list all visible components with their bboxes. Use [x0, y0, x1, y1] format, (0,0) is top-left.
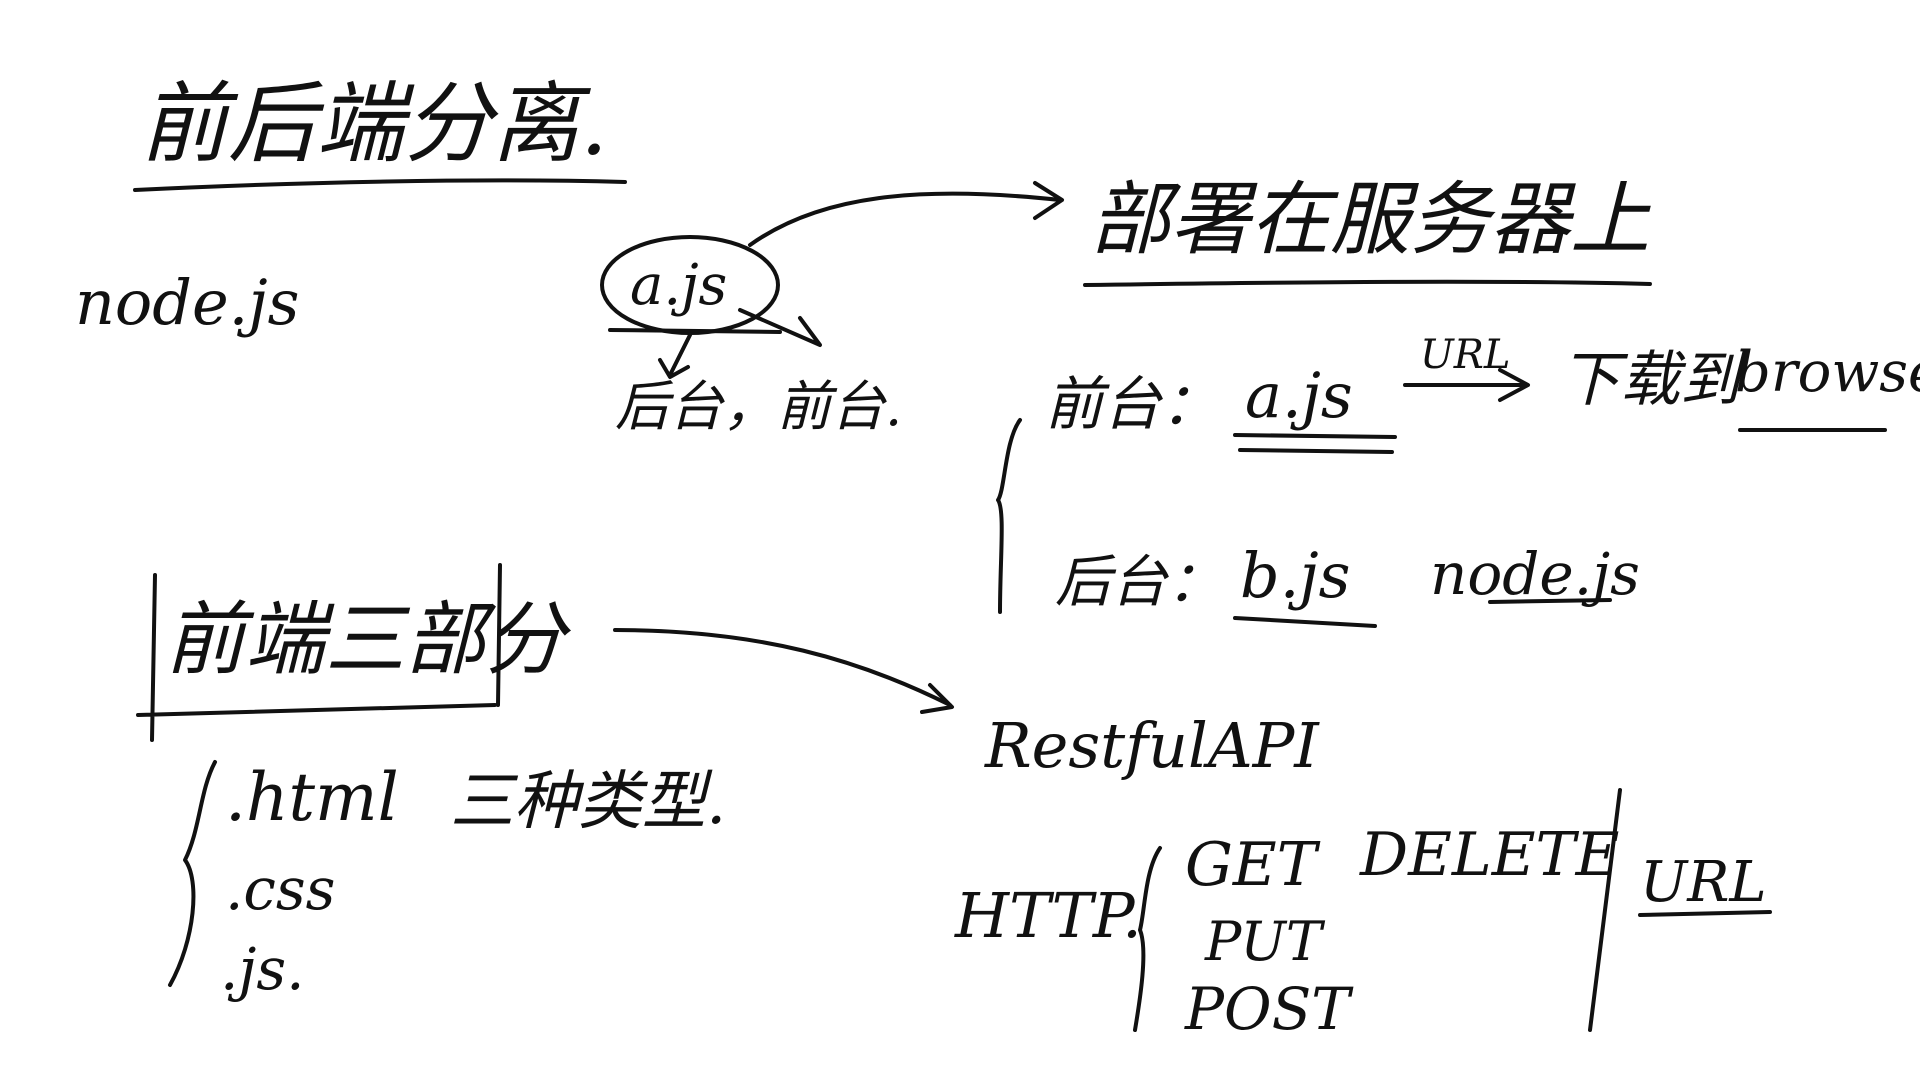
title-text: 前后端分离. — [140, 72, 608, 175]
url-right-underline — [1638, 910, 1772, 917]
three-types-text: 三种类型. — [450, 765, 727, 839]
restful-arrow — [613, 628, 952, 707]
back-runtime-underline — [1488, 598, 1612, 604]
back-runtime-text: node.js — [1430, 540, 1640, 608]
url-right-text: URL — [1640, 850, 1767, 915]
html-item-text: .html — [225, 759, 399, 836]
delete-method-text: DELETE — [1360, 820, 1620, 890]
frontend-box — [136, 563, 502, 742]
back-file-text: b.js — [1240, 539, 1351, 612]
bubble-caption-text: 后台，前台. — [615, 375, 903, 438]
restful-arrowhead — [920, 683, 954, 714]
browser-text: browser — [1735, 340, 1920, 405]
front-label-text: 前台： — [1045, 370, 1220, 438]
nodejs-left-text: node.js — [75, 266, 300, 339]
get-method-text: GET — [1185, 830, 1317, 900]
url-divider — [1588, 788, 1622, 1032]
url-arrow — [1403, 368, 1530, 402]
ajs-underline — [608, 328, 782, 334]
bubble-down-arrow — [658, 333, 692, 379]
bubble-tail — [738, 308, 822, 347]
http-label-text: HTTP. — [955, 879, 1142, 952]
http-brace — [1133, 846, 1162, 1032]
frontend-box-text: 前端三部分 — [165, 593, 565, 686]
deploy-arrow — [748, 191, 1062, 247]
front-file-text: a.js — [1245, 359, 1353, 432]
post-method-text: POST — [1185, 975, 1350, 1043]
back-file-underline — [1233, 616, 1377, 628]
front-file-underline — [1233, 433, 1397, 454]
deploy-brace — [996, 418, 1022, 614]
deploy-heading-text: 部署在服务器上 — [1090, 173, 1650, 266]
css-item-text: .css — [225, 855, 336, 923]
ajs-bubble-text: a.js — [630, 253, 728, 318]
restful-text: RestfulAPI — [985, 709, 1319, 782]
files-brace — [168, 760, 217, 987]
download-text: 下载到 — [1560, 345, 1740, 415]
js-item-text: .js. — [220, 935, 305, 1003]
put-method-text: PUT — [1205, 910, 1322, 973]
deploy-underline — [1083, 279, 1652, 287]
back-label-text: 后台： — [1055, 550, 1223, 615]
title-underline — [133, 178, 627, 192]
deploy-arrowhead — [1033, 181, 1064, 220]
url-arrow-label: URL — [1420, 332, 1511, 378]
